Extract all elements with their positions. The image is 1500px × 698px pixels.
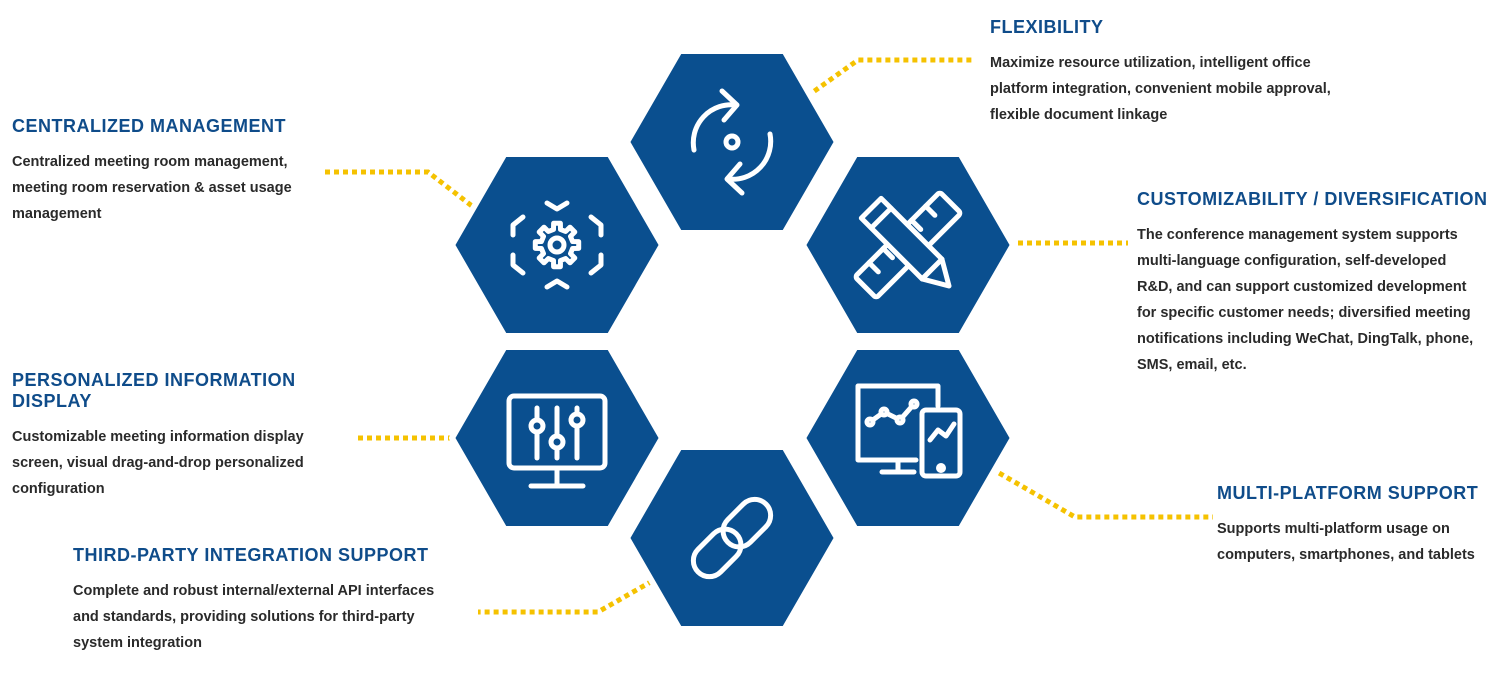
- description-line: Maximize resource utilization, intellige…: [990, 55, 1311, 71]
- hexagon-third-party: [624, 444, 840, 632]
- monitor-sliders-icon: [506, 393, 608, 489]
- feature-title: CENTRALIZED MANAGEMENT: [12, 116, 286, 136]
- description-line: system integration: [73, 635, 202, 651]
- description-line: Supports multi-platform usage on: [1217, 521, 1450, 537]
- description-line: The conference management system support…: [1137, 227, 1458, 243]
- refresh-cycle-icon: [690, 88, 774, 196]
- feature-description: Complete and robust internal/external AP…: [73, 578, 473, 656]
- connector-line: [478, 569, 670, 615]
- description-line: R&D, and can support customized developm…: [1137, 279, 1467, 295]
- hexagon-multi-platform: [800, 344, 1016, 532]
- feature-description: Centralized meeting room management, mee…: [12, 149, 342, 227]
- gear-settings-icon: [510, 200, 604, 290]
- monitor-phone-icon: [855, 383, 963, 479]
- chain-link-icon: [690, 496, 774, 580]
- description-line: computers, smartphones, and tablets: [1217, 547, 1475, 563]
- description-line: Customizable meeting information display: [12, 429, 304, 445]
- feature-description: The conference management system support…: [1137, 222, 1497, 378]
- feature-description: Maximize resource utilization, intellige…: [990, 50, 1410, 128]
- description-line: Centralized meeting room management,: [12, 154, 288, 170]
- connector-line: [966, 452, 1213, 520]
- feature-title: MULTI-PLATFORM SUPPORT: [1217, 483, 1479, 503]
- feature-title: THIRD-PARTY INTEGRATION SUPPORT: [73, 545, 429, 565]
- description-line: screen, visual drag-and-drop personalize…: [12, 455, 304, 471]
- feature-customizability: CUSTOMIZABILITY / DIVERSIFICATION The co…: [1137, 189, 1497, 378]
- feature-personalized-display: PERSONALIZED INFORMATION DISPLAY Customi…: [12, 370, 352, 502]
- description-line: management: [12, 206, 102, 222]
- description-line: notifications including WeChat, DingTalk…: [1137, 331, 1474, 347]
- feature-third-party: THIRD-PARTY INTEGRATION SUPPORT Complete…: [73, 545, 473, 656]
- description-line: multi-language configuration, self-devel…: [1137, 253, 1447, 269]
- feature-title: FLEXIBILITY: [990, 17, 1104, 37]
- description-line: Complete and robust internal/external AP…: [73, 583, 435, 599]
- description-line: and standards, providing solutions for t…: [73, 609, 415, 625]
- description-line: flexible document linkage: [990, 107, 1168, 123]
- description-line: SMS, email, etc.: [1137, 357, 1247, 373]
- description-line: meeting room reservation & asset usage: [12, 180, 292, 196]
- description-line: platform integration, convenient mobile …: [990, 81, 1331, 97]
- hexagon-cluster: [449, 48, 1016, 632]
- feature-description: Supports multi-platform usage on compute…: [1217, 516, 1497, 568]
- description-line: configuration: [12, 481, 105, 497]
- feature-centralized-management: CENTRALIZED MANAGEMENT Centralized meeti…: [12, 116, 342, 227]
- pencil-ruler-icon: [853, 190, 963, 300]
- feature-multi-platform: MULTI-PLATFORM SUPPORT Supports multi-pl…: [1217, 483, 1497, 568]
- feature-title: CUSTOMIZABILITY / DIVERSIFICATION: [1137, 189, 1488, 209]
- feature-flexibility: FLEXIBILITY Maximize resource utilizatio…: [990, 17, 1410, 128]
- description-line: for specific customer needs; diversified…: [1137, 305, 1471, 321]
- feature-description: Customizable meeting information display…: [12, 424, 352, 502]
- hexagon-flexibility: [624, 48, 840, 236]
- hexagon-centralized-management: [449, 151, 665, 339]
- feature-title: PERSONALIZED INFORMATION DISPLAY: [12, 370, 296, 411]
